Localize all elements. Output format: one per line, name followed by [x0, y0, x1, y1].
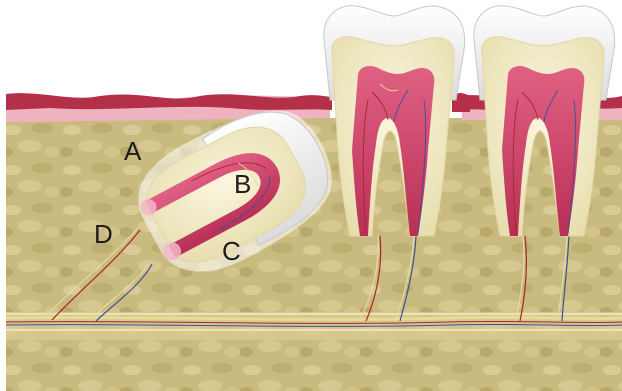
- label-a: A: [124, 136, 142, 166]
- label-b: B: [234, 169, 251, 199]
- label-c: C: [222, 236, 241, 266]
- label-d: D: [94, 219, 113, 249]
